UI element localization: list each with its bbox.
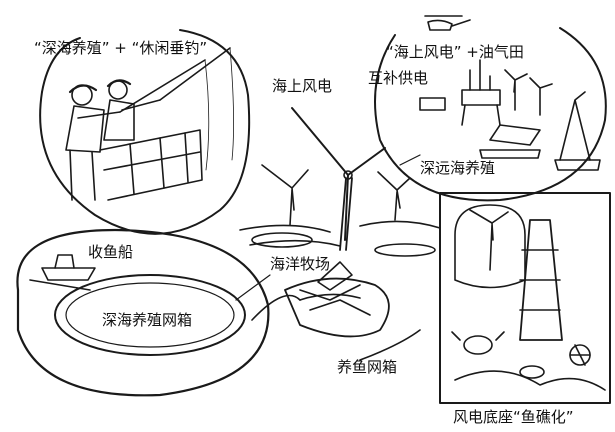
far-sea-farming-label: 深远海养殖: [420, 159, 496, 177]
collect-boat-label: 收鱼船: [88, 243, 134, 261]
offshore-wind-label: 海上风电: [272, 77, 333, 95]
marine-ranch-label: 海洋牧场: [270, 255, 331, 273]
fish-net-label: 养鱼网箱: [337, 358, 398, 376]
fish-net-cage: [251, 261, 421, 361]
reef-base-label: 风电底座“鱼礁化”: [453, 408, 574, 426]
wind-oil-label-line2: 互补供电: [368, 69, 429, 87]
leisure-fishing-scene: [39, 29, 251, 235]
leisure-fishing-label: “深海养殖” + “休闲垂钓”: [34, 39, 208, 57]
reef-box: [439, 192, 611, 404]
offshore-wind-turbines: [239, 107, 441, 257]
deep-sea-cage-ring: [16, 228, 270, 397]
wind-oil-scene: [374, 15, 607, 202]
deep-sea-cage-label: 深海养殖网箱: [102, 311, 193, 329]
wind-oil-label-line1: “海上风电” +油气田: [386, 43, 524, 61]
